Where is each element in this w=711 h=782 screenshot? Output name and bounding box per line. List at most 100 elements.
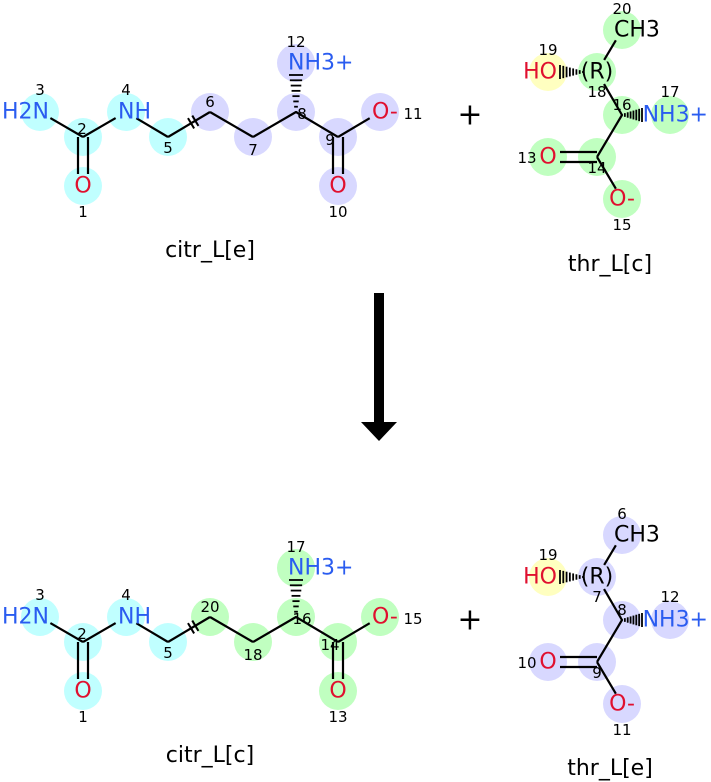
- atom-number-5: 5: [163, 139, 173, 157]
- bond-9-10: [560, 655, 597, 669]
- atom-number-18: 18: [243, 646, 262, 664]
- bond-16-17: [289, 579, 303, 618]
- atom-number-15: 15: [403, 610, 422, 628]
- atom-number-12: 12: [286, 33, 305, 51]
- atom-number-1: 1: [78, 708, 88, 726]
- bond-2-1: [76, 642, 90, 679]
- atom-label-7: (R): [581, 565, 613, 590]
- atom-label-17: NH3+: [643, 103, 708, 128]
- atom-number-7: 7: [592, 588, 602, 606]
- bond-18-19: [559, 65, 584, 79]
- plus-sign-reactants: +: [457, 98, 482, 133]
- atom-highlight-3: [21, 93, 59, 131]
- atom-number-19: 19: [538, 546, 557, 564]
- bond-9-10: [331, 137, 345, 174]
- bonds: [49, 74, 371, 174]
- atom-label-10: O: [329, 174, 346, 199]
- bond-14-13: [331, 642, 345, 679]
- atom-highlight-3: [21, 598, 59, 636]
- atom-number-4: 4: [121, 586, 131, 604]
- bond-8-9: [295, 111, 339, 138]
- atom-highlights: [529, 516, 689, 723]
- atom-highlight-15: [361, 598, 399, 636]
- molecule-name-thr-l-c: thr_L[c]: [568, 252, 652, 277]
- atom-label-17: NH3+: [288, 556, 353, 581]
- bond-18-16: [252, 616, 297, 643]
- atom-number-8: 8: [617, 601, 627, 619]
- atom-highlight-7: [578, 558, 616, 596]
- molecule-name-citr-l-e: citr_L[e]: [165, 238, 255, 263]
- atom-highlight-18: [578, 53, 616, 91]
- atom-number-2: 2: [77, 625, 87, 643]
- atom-highlight-10: [319, 167, 357, 205]
- atom-highlight-17: [651, 96, 689, 134]
- atom-label-20: CH3: [614, 18, 660, 43]
- atom-highlights: [529, 11, 689, 218]
- atom-number-3: 3: [35, 81, 45, 99]
- atom-number-12: 12: [660, 588, 679, 606]
- atom-number-6: 6: [617, 505, 627, 523]
- atom-label-12: NH3+: [288, 51, 353, 76]
- bond-3-2: [49, 622, 84, 643]
- atom-number-17: 17: [286, 538, 305, 556]
- atom-label-13: O: [539, 145, 556, 170]
- bond-2-4: [82, 622, 117, 643]
- atom-highlight-12: [277, 44, 315, 82]
- atom-highlight-13: [319, 672, 357, 710]
- atom-highlight-4: [107, 598, 145, 636]
- atom-label-19: HO: [523, 565, 557, 590]
- atom-label-11: O-: [609, 692, 635, 717]
- atom-highlight-19: [529, 558, 567, 596]
- atom-number-13: 13: [328, 708, 347, 726]
- atom-highlight-19: [529, 53, 567, 91]
- atom-number-19: 19: [538, 41, 557, 59]
- atom-number-7: 7: [248, 141, 258, 159]
- atom-number-8: 8: [297, 105, 307, 123]
- atom-label-3: H2N: [2, 100, 49, 125]
- atom-highlight-15: [603, 180, 641, 218]
- atom-label-15: O-: [609, 187, 635, 212]
- atom-label-12: NH3+: [643, 608, 708, 633]
- bond-6-7: [209, 111, 254, 138]
- atom-label-10: O: [539, 650, 556, 675]
- atom-number-10: 10: [517, 654, 536, 672]
- atom-highlight-12: [651, 601, 689, 639]
- atom-label-6: CH3: [614, 523, 660, 548]
- bond-18-16: [603, 83, 623, 116]
- atom-label-11: O-: [372, 100, 398, 125]
- atom-highlight-13: [529, 138, 567, 176]
- atom-number-15: 15: [612, 216, 631, 234]
- atom-highlight-6: [603, 516, 641, 554]
- bond-14-15: [596, 156, 617, 190]
- atom-highlight-17: [277, 549, 315, 587]
- atom-number-10: 10: [328, 203, 347, 221]
- bonds: [559, 39, 643, 190]
- bonds: [559, 544, 643, 695]
- bond-7-19: [559, 570, 584, 584]
- atom-number-17: 17: [660, 83, 679, 101]
- atom-number-3: 3: [35, 586, 45, 604]
- atom-highlight-11: [603, 685, 641, 723]
- bond-7-8: [252, 111, 297, 138]
- bond-5-6: [167, 111, 211, 138]
- bond-20-18: [603, 39, 617, 61]
- atom-number-6: 6: [205, 93, 215, 111]
- atom-number-13: 13: [517, 149, 536, 167]
- bond-8-9: [596, 619, 623, 663]
- atom-highlight-10: [529, 643, 567, 681]
- atom-label-1: O: [74, 174, 91, 199]
- atom-highlight-11: [361, 93, 399, 131]
- atom-number-9: 9: [325, 131, 335, 149]
- atom-number-14: 14: [320, 636, 339, 654]
- bond-9-11: [596, 661, 617, 695]
- atom-number-4: 4: [121, 81, 131, 99]
- molecule-name-citr-l-c: citr_L[c]: [166, 743, 254, 768]
- atom-label-13: O: [329, 679, 346, 704]
- atom-label-4: NH: [118, 100, 151, 125]
- bond-2-4: [82, 117, 117, 138]
- atom-number-20: 20: [612, 0, 631, 18]
